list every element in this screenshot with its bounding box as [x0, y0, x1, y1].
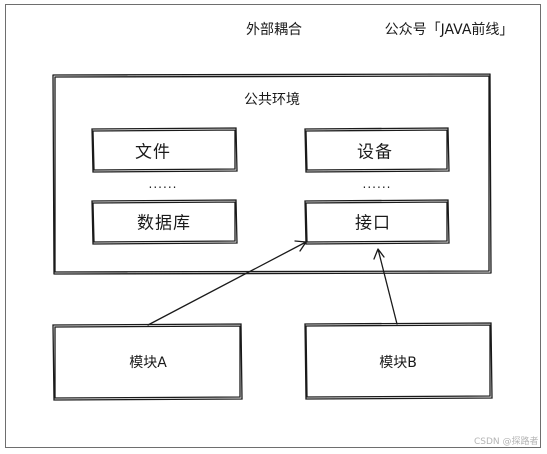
box-module-a: [52, 323, 243, 401]
module-a-label: 模块A: [129, 355, 167, 371]
box-device: [304, 127, 450, 173]
container-public-environment: [52, 73, 492, 275]
ellipsis-right: ......: [362, 177, 392, 191]
box-database: [91, 199, 238, 245]
arrow-module-b-to-interface: [373, 248, 398, 325]
box-device-label: 设备: [357, 142, 393, 163]
watermark: CSDN @探路者: [474, 437, 539, 447]
account-label: 公众号「JAVA前线」: [384, 22, 514, 38]
module-b-label: 模块B: [379, 355, 417, 371]
container-label: 公共环境: [244, 92, 300, 108]
box-interface: [304, 199, 450, 245]
box-file-label: 文件: [135, 142, 171, 163]
outer-frame: [5, 4, 541, 448]
box-file: [91, 127, 238, 173]
box-interface-label: 接口: [355, 213, 391, 234]
diagram-title: 外部耦合: [246, 22, 302, 38]
ellipsis-left: ......: [148, 177, 178, 191]
box-database-label: 数据库: [137, 213, 191, 234]
arrow-module-a-to-interface: [147, 240, 307, 326]
box-module-b: [304, 322, 493, 400]
